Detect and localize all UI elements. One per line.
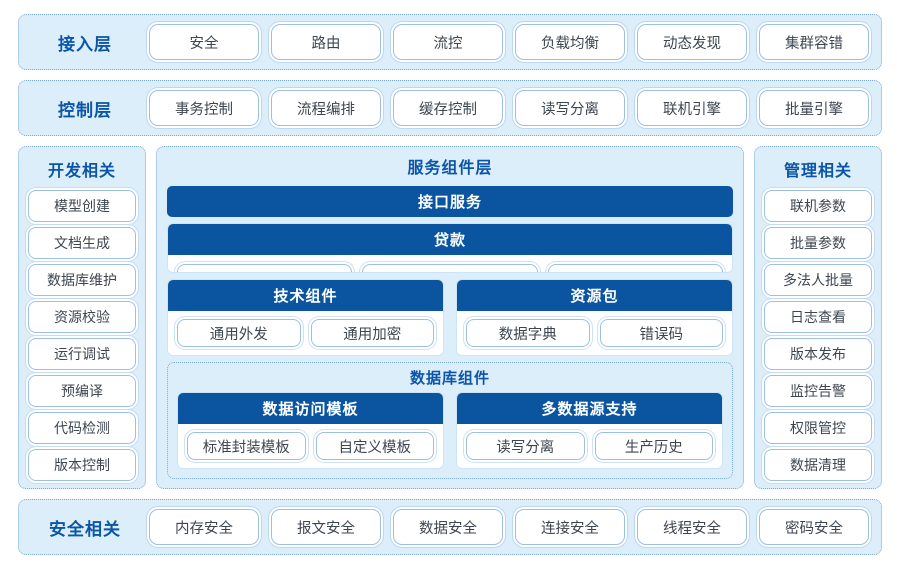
band-control-layer-title: 控制层 [58,100,112,120]
management-item-4[interactable]: 版本发布 [764,338,872,370]
access-item-4[interactable]: 动态发现 [637,24,747,60]
security-item-2[interactable]: 数据安全 [393,509,503,545]
development-item-1[interactable]: 文档生成 [28,227,136,259]
data-access-template-card: 数据访问模板 标准封装模板 自定义模板 [177,392,444,469]
sidebar-development: 开发相关 模型创建 文档生成 数据库维护 资源校验 运行调试 预编译 代码检测 … [18,146,146,489]
multi-datasource-item-0[interactable]: 读写分离 [466,432,585,460]
data-access-template-body: 标准封装模板 自定义模板 [178,424,443,468]
band-security-title: 安全相关 [49,519,121,539]
loan-card: 贷款 对公 对私 互联网 [167,223,733,273]
sidebar-management: 管理相关 联机参数 批量参数 多法人批量 日志查看 版本发布 监控告警 权限管控… [754,146,882,489]
control-item-1[interactable]: 流程编排 [271,90,381,126]
tech-component-card: 技术组件 通用外发 通用加密 [167,279,444,356]
loan-item-2[interactable]: 互联网 [547,264,723,272]
loan-card-body: 对公 对私 互联网 [168,255,732,272]
control-item-4[interactable]: 联机引擎 [637,90,747,126]
resource-pack-item-0[interactable]: 数据字典 [466,319,590,347]
resource-pack-card: 资源包 数据字典 错误码 [456,279,733,356]
development-item-2[interactable]: 数据库维护 [28,264,136,296]
tech-component-body: 通用外发 通用加密 [168,311,443,355]
database-component-group: 数据库组件 数据访问模板 标准封装模板 自定义模板 多数据源支持 读写分离 生 [167,362,733,479]
data-access-template-item-1[interactable]: 自定义模板 [315,432,434,460]
band-control-layer-items: 事务控制 流程编排 缓存控制 读写分离 联机引擎 批量引擎 [149,90,869,126]
loan-card-title: 贷款 [168,224,732,255]
management-item-6[interactable]: 权限管控 [764,412,872,444]
access-item-2[interactable]: 流控 [393,24,503,60]
tech-resource-row: 技术组件 通用外发 通用加密 资源包 数据字典 错误码 [167,279,733,356]
management-item-7[interactable]: 数据清理 [764,449,872,481]
sidebar-management-title: 管理相关 [783,163,852,180]
band-access-layer-title: 接入层 [58,34,112,54]
band-access-layer: 接入层 安全 路由 流控 负载均衡 动态发现 集群容错 [18,14,882,70]
tech-component-item-1[interactable]: 通用加密 [310,319,434,347]
development-item-6[interactable]: 代码检测 [28,412,136,444]
control-item-0[interactable]: 事务控制 [149,90,259,126]
development-item-3[interactable]: 资源校验 [28,301,136,333]
band-control-layer: 控制层 事务控制 流程编排 缓存控制 读写分离 联机引擎 批量引擎 [18,80,882,136]
service-component-layer: 服务组件层 接口服务 贷款 对公 对私 互联网 技术组件 通用外发 通用加密 [156,146,744,489]
sidebar-development-title: 开发相关 [47,163,116,180]
management-item-0[interactable]: 联机参数 [764,190,872,222]
data-access-template-title: 数据访问模板 [178,393,443,424]
middle-region: 开发相关 模型创建 文档生成 数据库维护 资源校验 运行调试 预编译 代码检测 … [18,146,882,489]
security-item-4[interactable]: 线程安全 [637,509,747,545]
security-item-3[interactable]: 连接安全 [515,509,625,545]
band-access-layer-items: 安全 路由 流控 负载均衡 动态发现 集群容错 [149,24,869,60]
development-item-0[interactable]: 模型创建 [28,190,136,222]
control-item-5[interactable]: 批量引擎 [759,90,869,126]
management-item-2[interactable]: 多法人批量 [764,264,872,296]
access-item-3[interactable]: 负载均衡 [515,24,625,60]
service-component-layer-title: 服务组件层 [407,160,493,177]
security-item-5[interactable]: 密码安全 [759,509,869,545]
resource-pack-item-1[interactable]: 错误码 [599,319,723,347]
interface-service-bar[interactable]: 接口服务 [167,186,733,217]
resource-pack-body: 数据字典 错误码 [457,311,732,355]
tech-component-title: 技术组件 [168,280,443,311]
security-item-0[interactable]: 内存安全 [149,509,259,545]
resource-pack-title: 资源包 [457,280,732,311]
management-item-3[interactable]: 日志查看 [764,301,872,333]
multi-datasource-title: 多数据源支持 [457,393,722,424]
multi-datasource-card: 多数据源支持 读写分离 生产历史 [456,392,723,469]
management-item-1[interactable]: 批量参数 [764,227,872,259]
development-item-5[interactable]: 预编译 [28,375,136,407]
tech-component-item-0[interactable]: 通用外发 [177,319,301,347]
loan-item-0[interactable]: 对公 [177,264,353,272]
control-item-2[interactable]: 缓存控制 [393,90,503,126]
band-security-items: 内存安全 报文安全 数据安全 连接安全 线程安全 密码安全 [149,509,869,545]
database-component-row: 数据访问模板 标准封装模板 自定义模板 多数据源支持 读写分离 生产历史 [177,392,723,469]
loan-item-1[interactable]: 对私 [362,264,538,272]
access-item-0[interactable]: 安全 [149,24,259,60]
access-item-5[interactable]: 集群容错 [759,24,869,60]
development-item-7[interactable]: 版本控制 [28,449,136,481]
control-item-3[interactable]: 读写分离 [515,90,625,126]
multi-datasource-body: 读写分离 生产历史 [457,424,722,468]
database-component-group-title: 数据库组件 [409,370,490,387]
access-item-1[interactable]: 路由 [271,24,381,60]
development-item-4[interactable]: 运行调试 [28,338,136,370]
security-item-1[interactable]: 报文安全 [271,509,381,545]
band-security: 安全相关 内存安全 报文安全 数据安全 连接安全 线程安全 密码安全 [18,499,882,555]
multi-datasource-item-1[interactable]: 生产历史 [594,432,713,460]
management-item-5[interactable]: 监控告警 [764,375,872,407]
data-access-template-item-0[interactable]: 标准封装模板 [187,432,306,460]
